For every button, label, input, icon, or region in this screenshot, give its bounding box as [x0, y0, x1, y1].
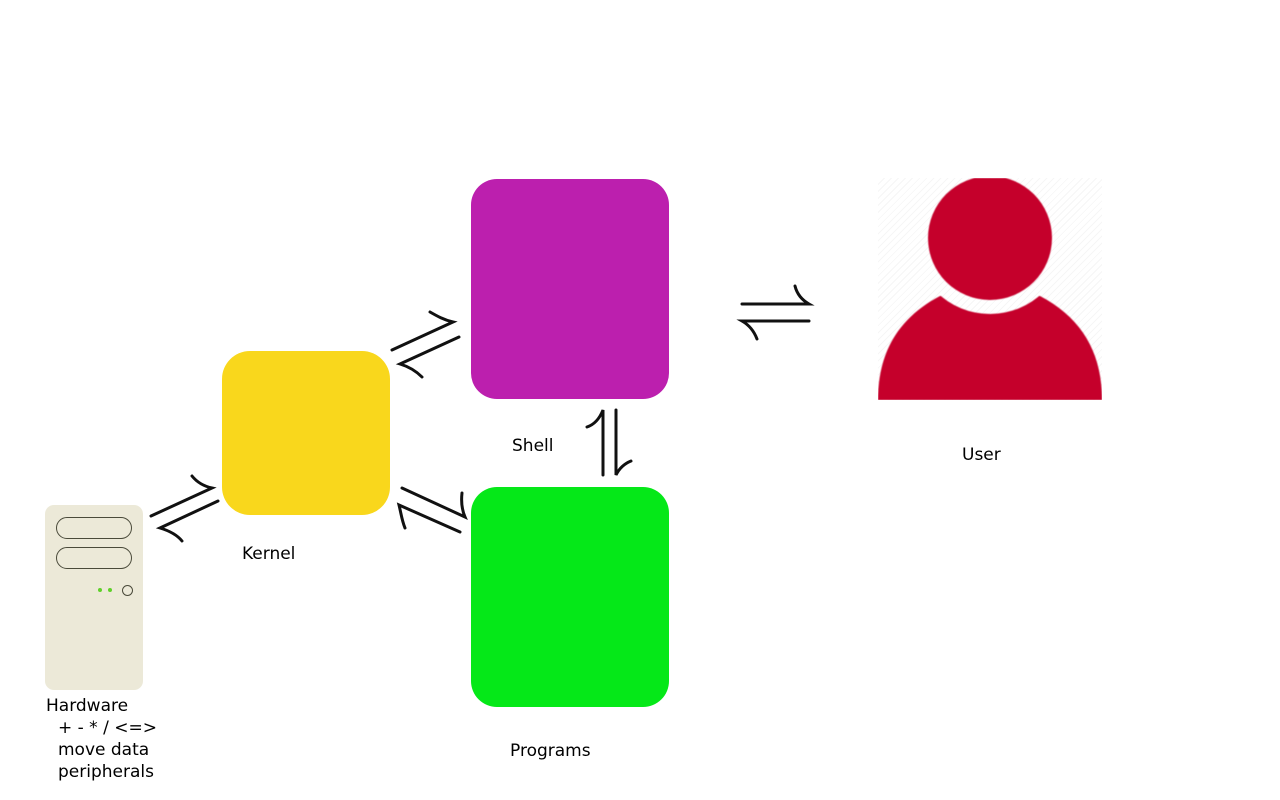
- drive-bay-icon: [56, 547, 132, 569]
- kernel-programs-arrow-icon: [396, 486, 468, 534]
- power-button-icon: [122, 585, 133, 596]
- status-led-icon: [108, 588, 112, 592]
- user-icon: [878, 178, 1102, 400]
- kernel-box: [222, 351, 390, 515]
- drive-bay-icon: [56, 517, 132, 539]
- status-led-icon: [98, 588, 102, 592]
- programs-box: [471, 487, 669, 707]
- hardware-kernel-arrow-icon: [149, 474, 220, 543]
- kernel-shell-arrow-icon: [390, 310, 461, 379]
- shell-label: Shell: [512, 436, 554, 456]
- hardware-label: Hardware + - * / <=> move data periphera…: [46, 695, 157, 783]
- hardware-detail-ops: + - * / <=>: [58, 718, 157, 738]
- hardware-title: Hardware: [46, 696, 129, 716]
- hardware-detail-move: move data: [58, 740, 150, 760]
- shell-box: [471, 179, 669, 399]
- programs-label: Programs: [510, 741, 591, 761]
- user-label: User: [962, 445, 1001, 465]
- shell-programs-arrow-icon: [585, 408, 633, 477]
- server-icon: [45, 505, 143, 690]
- shell-user-arrow-icon: [736, 284, 815, 341]
- kernel-label: Kernel: [242, 544, 296, 564]
- hardware-detail-peripherals: peripherals: [58, 762, 154, 782]
